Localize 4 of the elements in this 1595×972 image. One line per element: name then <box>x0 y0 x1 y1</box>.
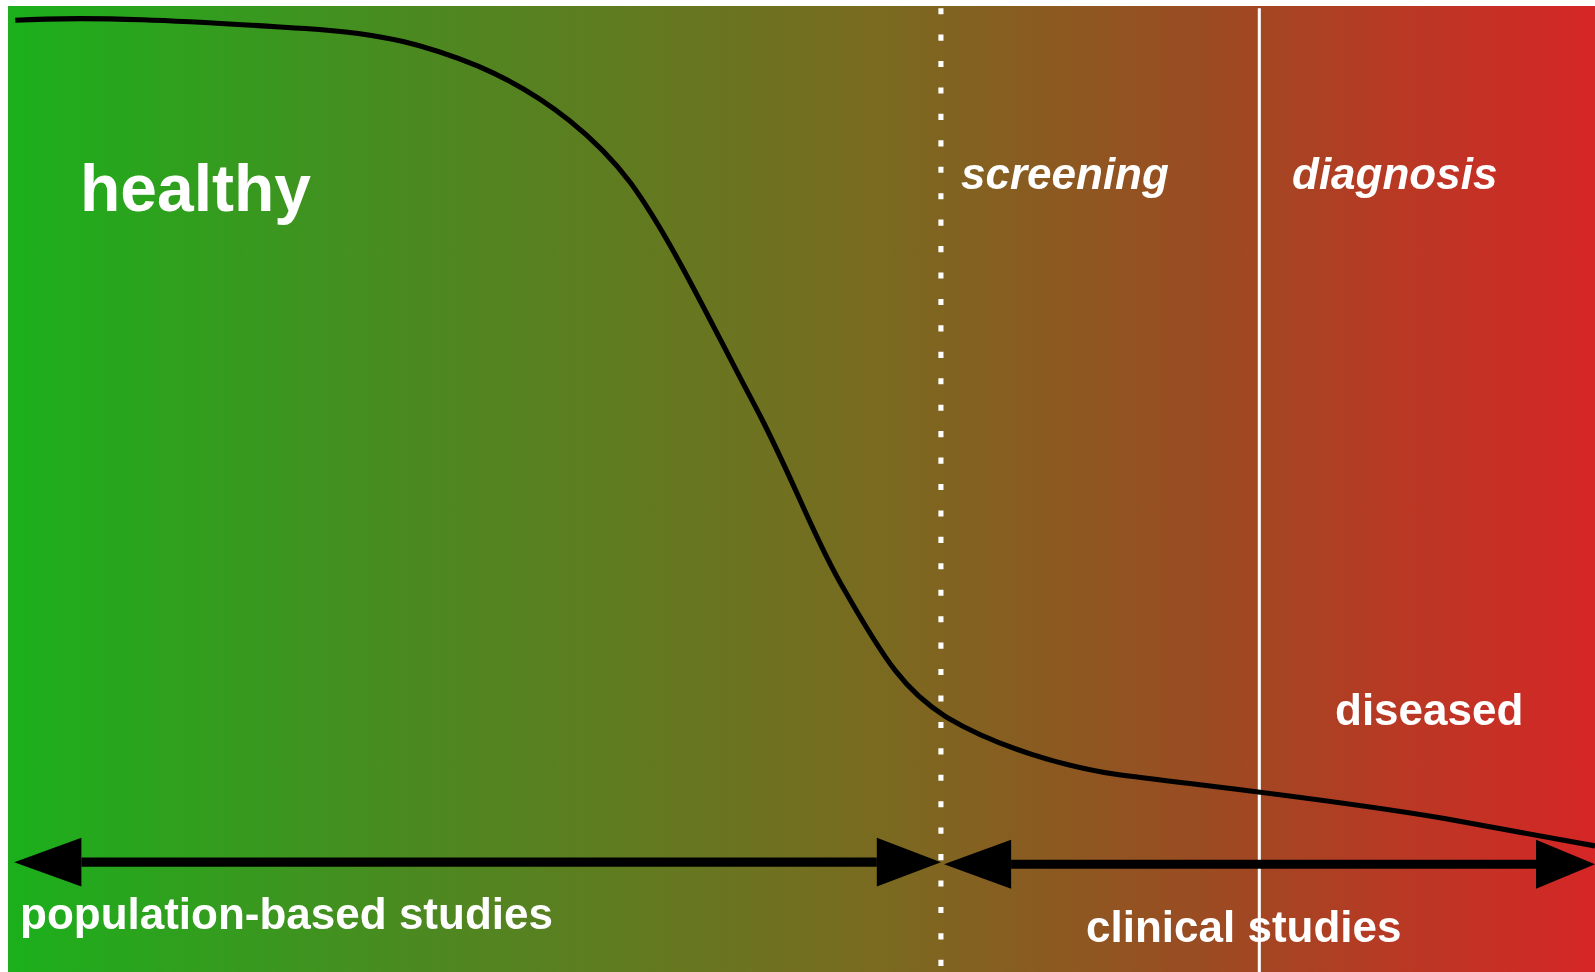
range-label: population-based studies <box>20 892 553 936</box>
phase-label: screening <box>961 152 1169 196</box>
phase-label: diagnosis <box>1292 152 1498 196</box>
region-label: diseased <box>1335 688 1524 732</box>
